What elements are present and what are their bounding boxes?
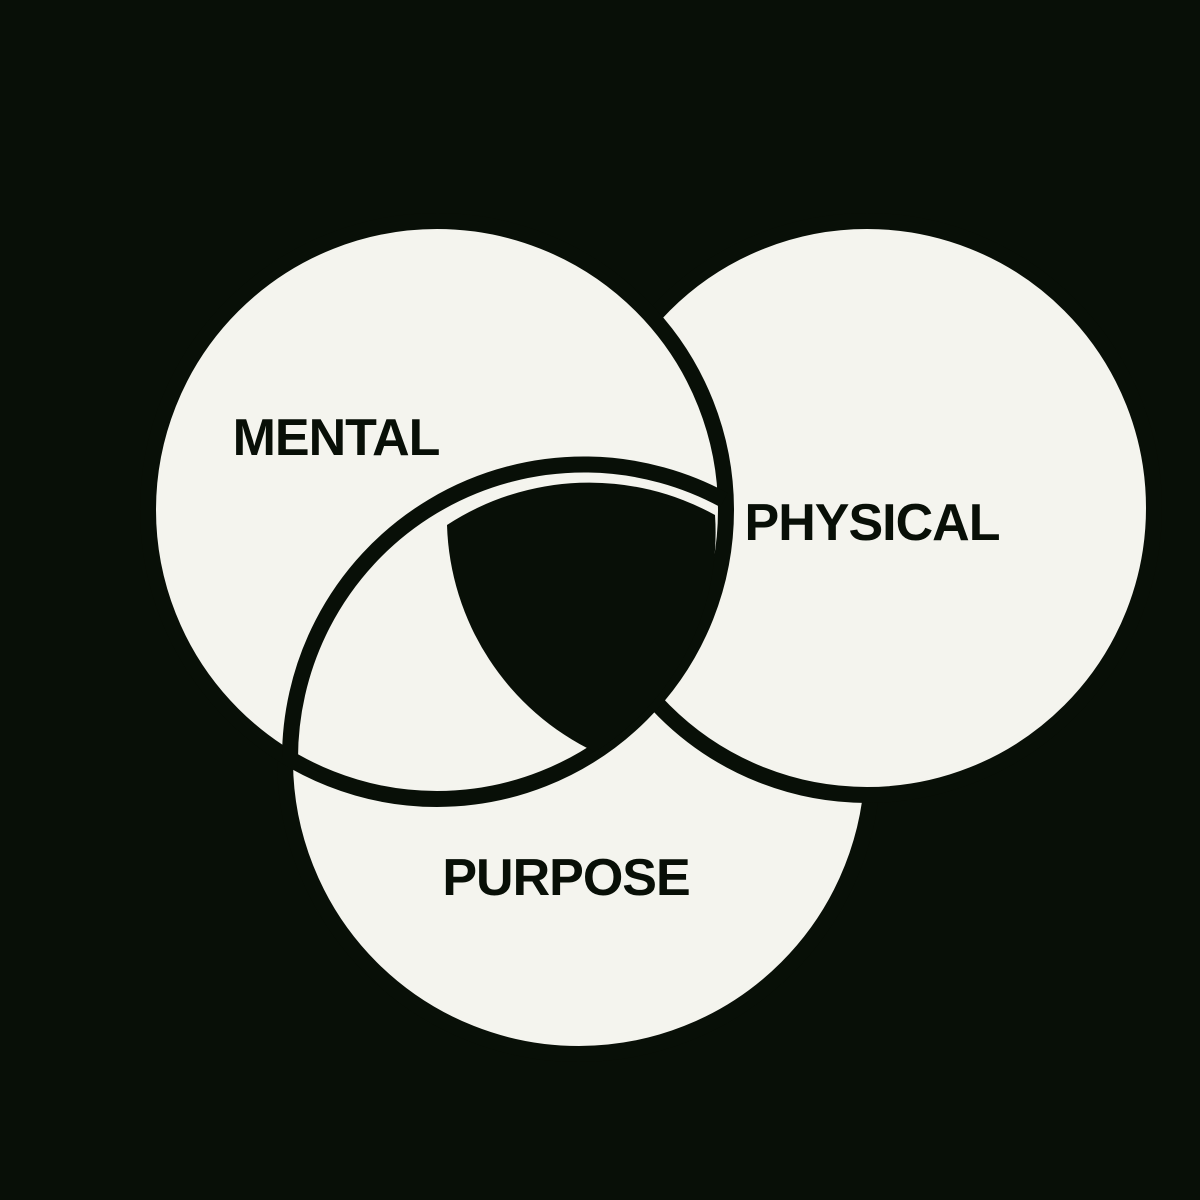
- physical-label: PHYSICAL: [745, 494, 1000, 552]
- purpose-overlap-arc: [281, 456, 728, 761]
- center-void: [447, 482, 716, 752]
- purpose-label: PURPOSE: [442, 849, 689, 907]
- mental-label: MENTAL: [233, 409, 440, 467]
